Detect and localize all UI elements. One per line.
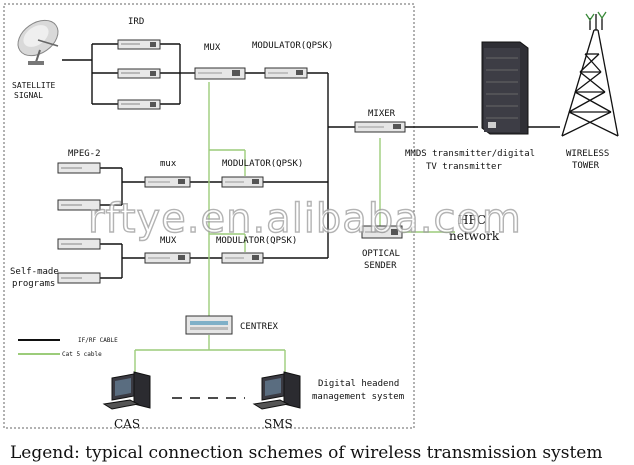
modulator-top-device — [264, 67, 308, 79]
mux-top-device — [194, 67, 246, 80]
wireless-tower-label-2: TOWER — [572, 161, 600, 171]
satellite-signal-label-2: SIGNAL — [14, 91, 43, 100]
self-made-label-2: programs — [12, 279, 55, 289]
headend-mgmt-label-2: management system — [312, 392, 404, 402]
legend-cat5-label: Cat 5 cable — [62, 351, 102, 358]
headend-boundary — [3, 3, 415, 429]
mux-low-device — [144, 252, 191, 264]
caption: Legend: typical connection schemes of wi… — [10, 443, 602, 463]
mmds-label-1: MMDS transmitter/digital — [405, 149, 535, 159]
hfc-label-2: network — [449, 229, 500, 243]
ird-receiver-2 — [117, 68, 161, 79]
satellite-signal-label-1: SATELLITE — [12, 81, 56, 90]
legend-rf-cable-label: IF/RF CABLE — [78, 337, 118, 344]
satellite-dish-icon — [17, 19, 59, 65]
watermark-text: rftye.en.alibaba.com — [88, 196, 522, 242]
cas-label: CAS — [114, 417, 140, 431]
sms-label: SMS — [264, 417, 293, 431]
modulator-mid-label: MODULATOR(QPSK) — [222, 159, 303, 169]
sms-computer-icon — [252, 371, 301, 410]
hfc-label-1: HFC — [458, 213, 486, 227]
headend-mgmt-label-1: Digital headend — [318, 379, 399, 389]
mmds-transmitter-cabinet — [481, 41, 529, 135]
ird-label: IRD — [128, 17, 144, 27]
modulator-low-label: MODULATOR(QPSK) — [216, 236, 297, 246]
mixer-label: MIXER — [368, 109, 396, 119]
mux-top-label: MUX — [204, 43, 221, 53]
mux-mid-label: mux — [160, 159, 177, 169]
cat5-cables — [134, 82, 455, 372]
modulator-low-device — [221, 252, 264, 264]
rf-cables — [62, 43, 560, 399]
wireless-tower-icon — [561, 11, 619, 137]
self-made-encoder-1 — [57, 238, 101, 250]
mux-low-label: MUX — [160, 236, 177, 246]
mmds-label-2: TV transmitter — [426, 162, 502, 172]
mpeg2-encoder-1 — [57, 162, 101, 174]
centrex-label: CENTREX — [240, 322, 279, 332]
mux-mid-device — [144, 176, 191, 188]
modulator-mid-device — [221, 176, 264, 188]
ird-receiver-3 — [117, 99, 161, 110]
mpeg2-label: MPEG-2 — [68, 149, 101, 159]
cas-computer-icon — [102, 371, 151, 410]
optical-sender-device — [361, 225, 403, 239]
ird-receiver-1 — [117, 39, 161, 50]
modulator-top-label: MODULATOR(QPSK) — [252, 41, 333, 51]
mpeg2-encoder-2 — [57, 199, 101, 211]
optical-sender-label-2: SENDER — [364, 261, 397, 271]
centrex-switch-device — [185, 315, 233, 335]
wireless-tower-label-1: WIRELESS — [566, 149, 609, 159]
optical-sender-label-1: OPTICAL — [362, 249, 400, 259]
self-made-encoder-2 — [57, 272, 101, 284]
self-made-label-1: Self-made — [10, 267, 59, 277]
mixer-device — [354, 121, 406, 133]
